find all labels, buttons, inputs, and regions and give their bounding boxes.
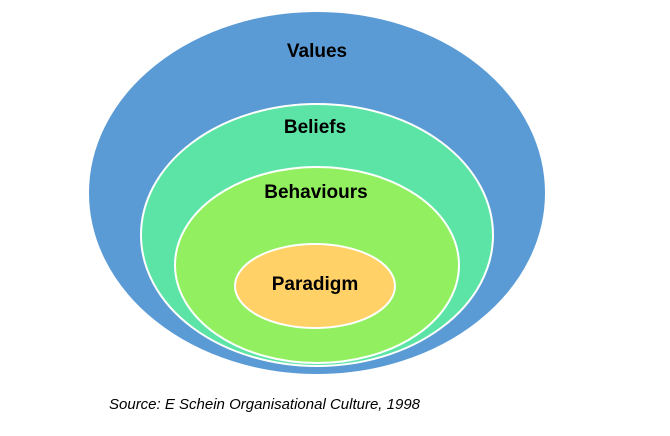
layer-paradigm-ellipse [234, 243, 396, 329]
layer-paradigm-label: Paradigm [272, 274, 359, 295]
layer-behaviours-label: Behaviours [264, 182, 367, 203]
source-caption: Source: E Schein Organisational Culture,… [109, 396, 421, 413]
layer-values-label: Values [287, 41, 347, 62]
layer-beliefs-label: Beliefs [284, 117, 346, 138]
